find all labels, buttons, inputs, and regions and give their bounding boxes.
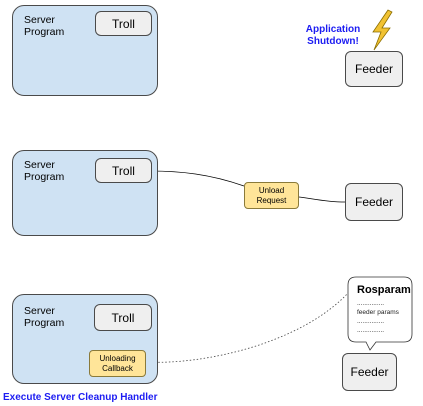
troll-node-1: Troll bbox=[95, 11, 152, 36]
rosparam-title: Rosparam bbox=[357, 284, 411, 296]
rosparam-line-4: ............... bbox=[357, 327, 385, 334]
unload-request-message: Unload Request bbox=[244, 182, 299, 209]
cleanup-handler-caption: Execute Server Cleanup Handler bbox=[3, 392, 158, 403]
unloading-callback-message: Unloading Callback bbox=[89, 350, 146, 377]
troll-node-3: Troll bbox=[94, 304, 152, 331]
feeder-to-request-connector bbox=[298, 196, 346, 203]
server-program-label-1: Server Program bbox=[24, 14, 65, 38]
troll-node-2: Troll bbox=[95, 158, 152, 183]
feeder-node-2: Feeder bbox=[345, 183, 403, 221]
server-program-label-2: Server Program bbox=[24, 159, 65, 183]
rosparam-line-1: ............... bbox=[357, 300, 385, 307]
request-to-troll-arrow bbox=[149, 168, 245, 187]
shutdown-label: Application Shutdown! bbox=[305, 24, 361, 47]
lightning-icon bbox=[372, 9, 393, 51]
rosparam-to-callback-connector bbox=[146, 291, 350, 365]
server-program-label-3: Server Program bbox=[24, 305, 65, 329]
rosparam-line-2: feeder params bbox=[357, 309, 399, 316]
feeder-node-3: Feeder bbox=[342, 353, 397, 391]
rosparam-content: Rosparam ............... feeder params .… bbox=[357, 284, 411, 335]
rosparam-bubble bbox=[347, 276, 413, 351]
rosparam-line-3: ............... bbox=[357, 318, 385, 325]
feeder-node-1: Feeder bbox=[345, 51, 403, 87]
